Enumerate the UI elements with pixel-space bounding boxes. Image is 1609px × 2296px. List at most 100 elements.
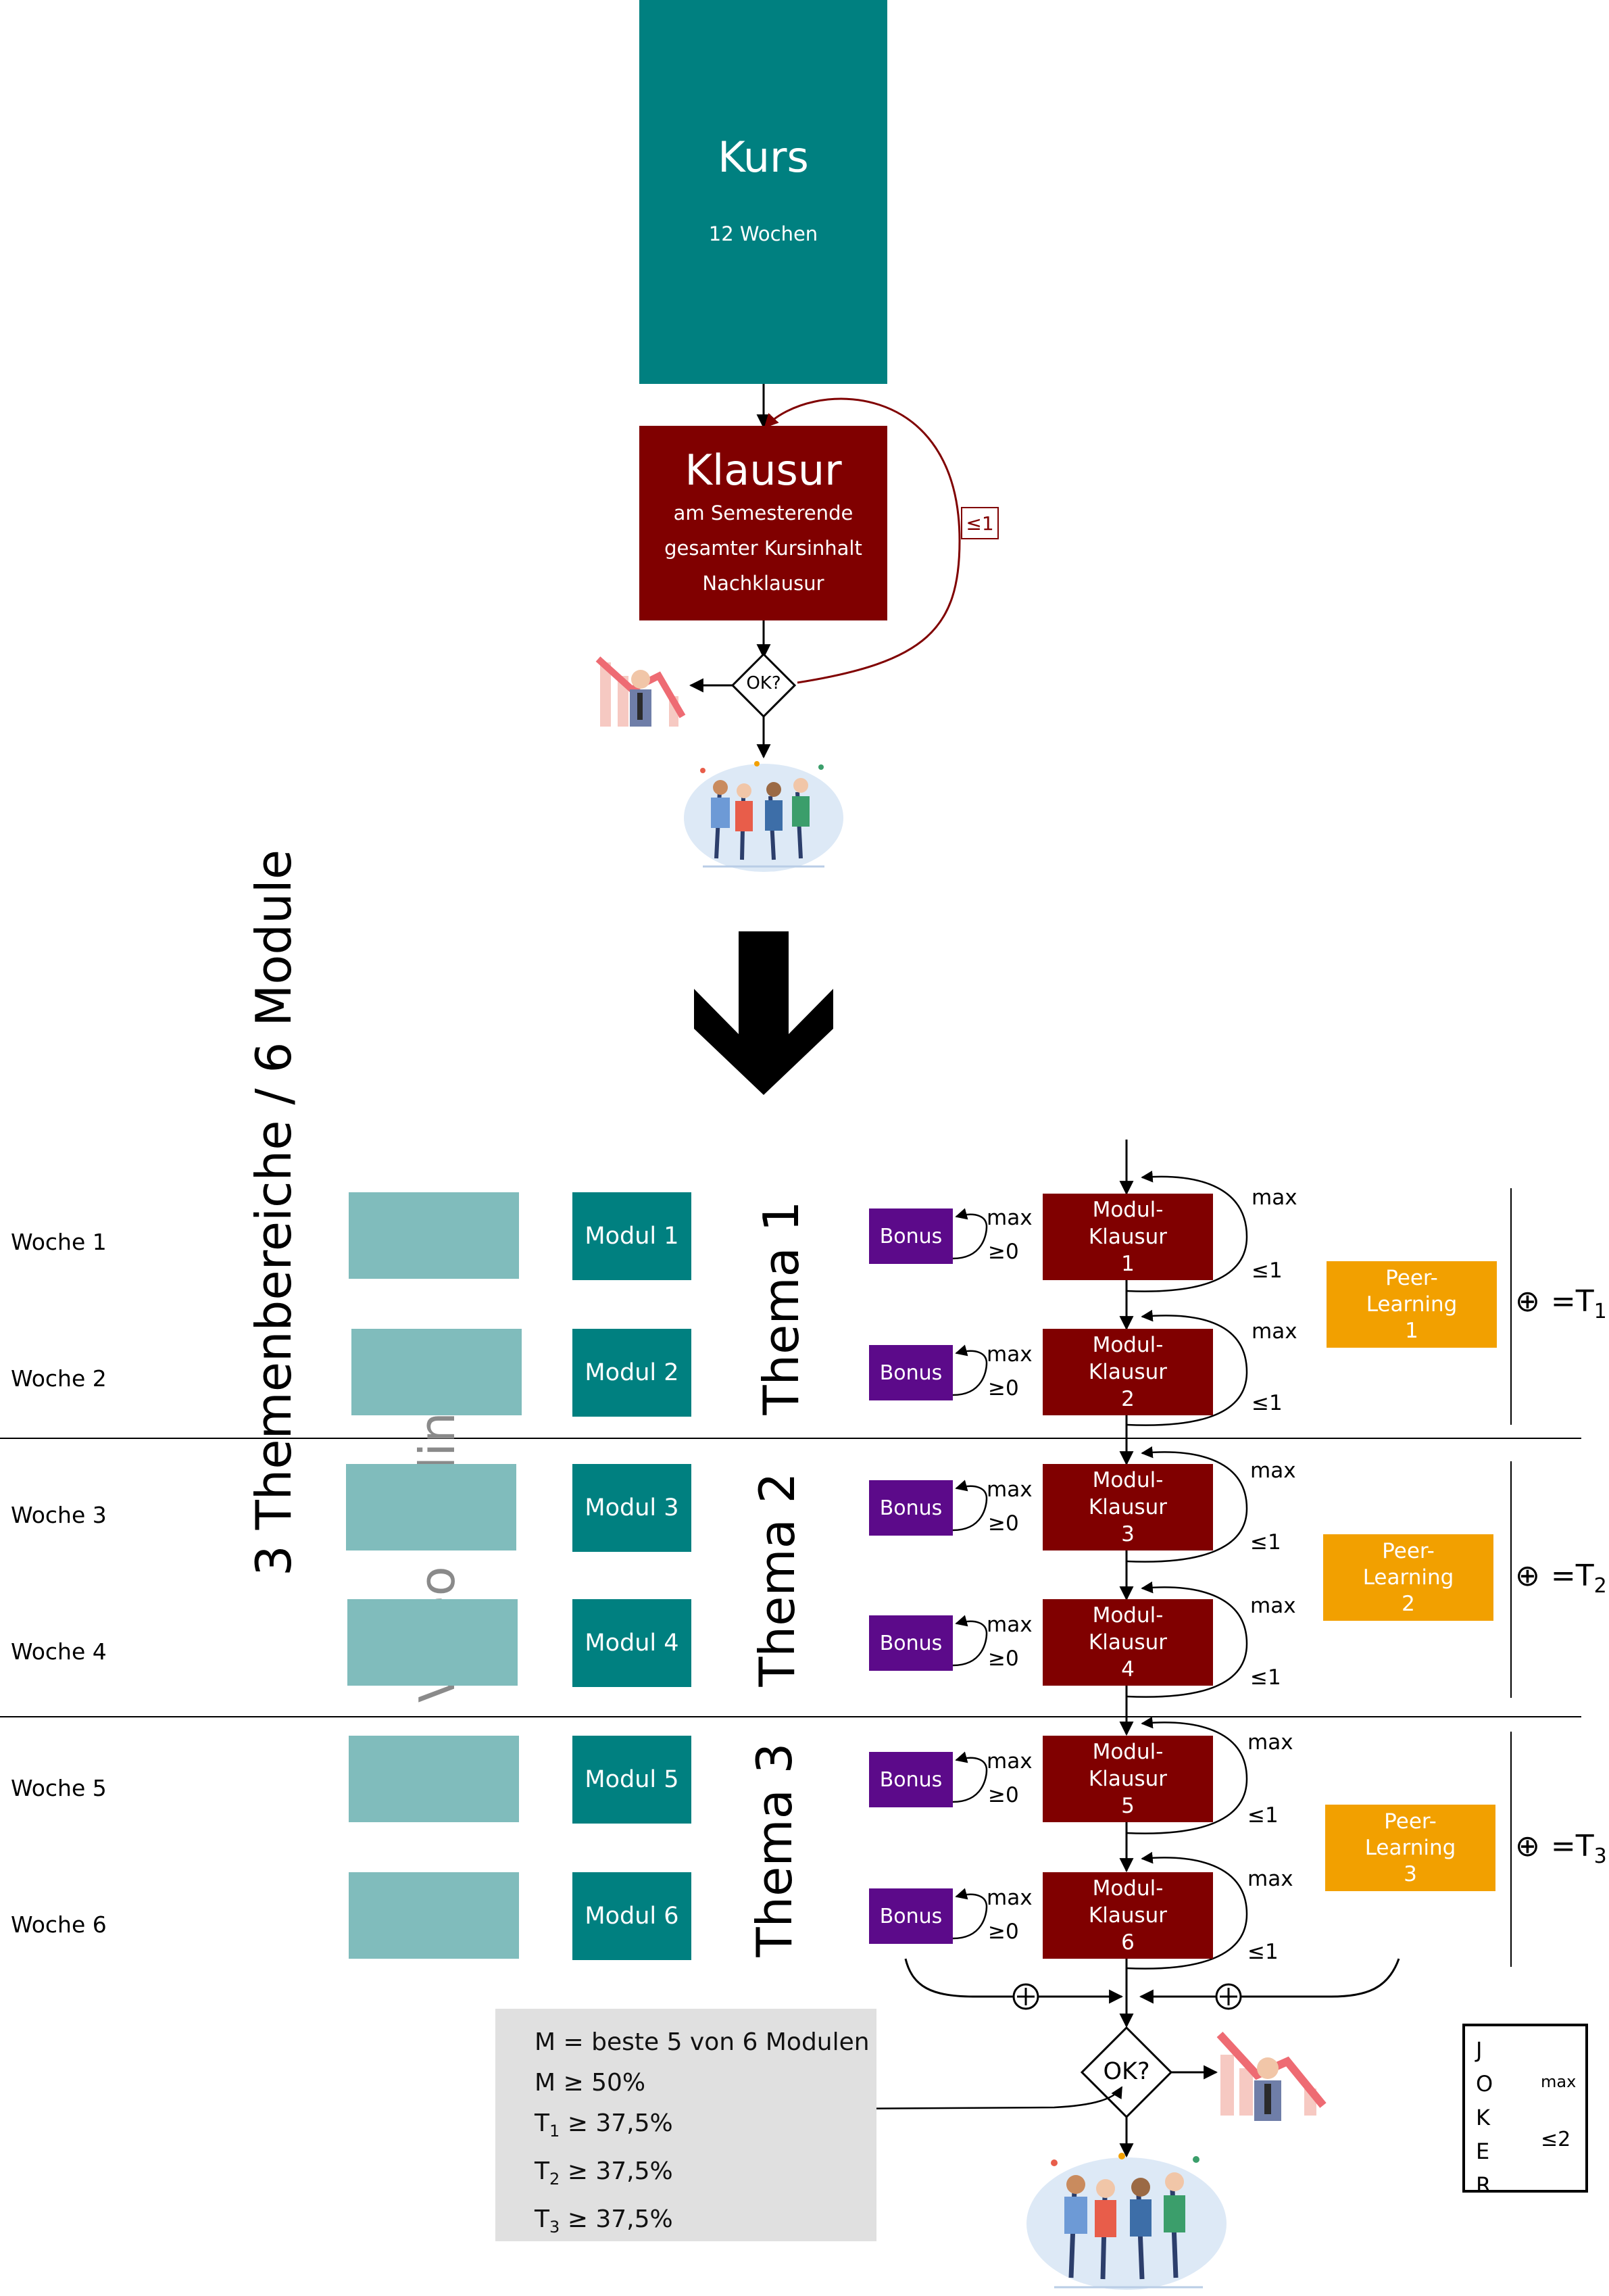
modul-exam-line1: Modul-	[1092, 1333, 1164, 1357]
sum-eq: =T	[1550, 1829, 1594, 1863]
merge-left-curve	[904, 1958, 1124, 2004]
fail-illustration-bottom	[1216, 2031, 1327, 2121]
theme-label-2: Thema 2	[749, 1472, 806, 1687]
joker-letter: J	[1476, 2037, 1483, 2063]
course-box: Kurs 12 Wochen	[639, 0, 887, 384]
condition-t-prefix: T	[535, 2205, 549, 2234]
modul-exam-limit-label-6: ≤1	[1247, 1940, 1279, 1964]
modul-exam-max-label-4: max	[1250, 1594, 1296, 1618]
peer-learning-box-2: Peer- Learning 2	[1323, 1534, 1493, 1621]
week-label-4: Woche 4	[11, 1638, 107, 1665]
modul-exam-box-1: Modul- Klausur 1	[1043, 1194, 1213, 1280]
peer-number: 3	[1404, 1861, 1417, 1886]
video-block-3	[346, 1464, 516, 1550]
bonus-box-1: Bonus	[869, 1208, 953, 1264]
bonus-box-3: Bonus	[869, 1480, 953, 1536]
modul-exam-number: 6	[1121, 1930, 1135, 1955]
theme-sum-1: ⊕=T1	[1515, 1284, 1608, 1323]
modul-exam-max-label-1: max	[1252, 1186, 1297, 1210]
modul-exam-number: 4	[1121, 1657, 1135, 1682]
modul-exam-box-2: Modul- Klausur 2	[1043, 1329, 1213, 1415]
peer-line2: Learning	[1364, 1835, 1456, 1860]
bonus-max-label-6: max	[987, 1886, 1033, 1910]
sum-subscript: 1	[1593, 1299, 1607, 1323]
module-box-6: Modul 6	[572, 1872, 691, 1960]
bonus-max-label-4: max	[987, 1613, 1033, 1637]
arrow-conditions-to-check	[825, 2086, 1123, 2110]
bonus-box-2: Bonus	[869, 1345, 953, 1400]
conditions-box: M = beste 5 von 6 Modulen M ≥ 50% T 1 ≥ 3…	[495, 2009, 876, 2241]
week-label-2: Woche 2	[11, 1365, 107, 1392]
bonus-min-label-2: ≥0	[988, 1376, 1019, 1400]
arrow-retry-loop	[764, 397, 961, 684]
sum-plus-icon: ⊕	[1515, 1829, 1540, 1863]
modul-exam-line2: Klausur	[1088, 1630, 1168, 1655]
exam-check-label: OK?	[746, 673, 781, 693]
condition-t-suffix: ≥ 37,5%	[560, 2109, 673, 2137]
big-down-arrow	[694, 931, 833, 1095]
modul-exam-line1: Modul-	[1092, 1740, 1164, 1764]
modul-exam-limit-label-1: ≤1	[1252, 1259, 1283, 1283]
joker-letter: K	[1476, 2105, 1490, 2130]
week-label-6: Woche 6	[11, 1911, 107, 1938]
merge-right-curve	[1139, 1958, 1400, 2004]
joker-letters: J O K E R	[1476, 2033, 1493, 2202]
course-subtitle: 12 Wochen	[708, 222, 818, 245]
modul-exam-number: 3	[1121, 1522, 1135, 1546]
modul-exam-box-4: Modul- Klausur 4	[1043, 1599, 1213, 1686]
theme-label-3: Thema 3	[746, 1742, 803, 1957]
sum-eq: =T	[1550, 1559, 1594, 1593]
bonus-box-5: Bonus	[869, 1752, 953, 1807]
bonus-max-label-2: max	[987, 1342, 1033, 1367]
modul-exam-max-label-2: max	[1252, 1319, 1297, 1344]
merge-plus-right	[1215, 1983, 1242, 2010]
week-label-1: Woche 1	[11, 1229, 107, 1255]
modul-exam-line1: Modul-	[1092, 1198, 1164, 1222]
joker-box: J O K E R max ≤2	[1462, 2024, 1588, 2198]
modul-exam-limit-label-4: ≤1	[1250, 1665, 1281, 1690]
modul-exam-line2: Klausur	[1088, 1225, 1168, 1249]
condition-t-sub: 2	[549, 2170, 560, 2189]
module-box-3: Modul 3	[572, 1464, 691, 1552]
bonus-box-6: Bonus	[869, 1888, 953, 1944]
modul-exam-limit-label-5: ≤1	[1247, 1803, 1279, 1828]
week-label-5: Woche 5	[11, 1775, 107, 1801]
modul-exam-max-label-6: max	[1247, 1867, 1293, 1891]
peer-number: 2	[1402, 1591, 1415, 1616]
course-title: Kurs	[718, 132, 809, 182]
peer-line1: Peer-	[1384, 1809, 1437, 1834]
module-box-5: Modul 5	[572, 1736, 691, 1824]
left-structure-label: 3 Themenbereiche / 6 Module	[245, 849, 302, 1576]
module-box-4: Modul 4	[572, 1599, 691, 1687]
condition-best-modules: M = beste 5 von 6 Modulen	[535, 2028, 870, 2056]
celebration-illustration-bottom	[1026, 2153, 1227, 2290]
condition-t-sub: 1	[549, 2122, 560, 2141]
bonus-loops	[952, 1208, 988, 1940]
sum-plus-icon: ⊕	[1515, 1284, 1540, 1319]
merge-plus-left	[1012, 1983, 1039, 2010]
bonus-min-label-6: ≥0	[988, 1920, 1019, 1944]
modul-exam-number: 5	[1121, 1794, 1135, 1818]
sum-subscript: 2	[1593, 1573, 1607, 1598]
joker-limit-label: ≤2	[1541, 2128, 1571, 2151]
joker-max-label: max	[1541, 2072, 1577, 2091]
bonus-min-label-5: ≥0	[988, 1783, 1019, 1807]
modul-exam-line2: Klausur	[1088, 1495, 1168, 1519]
modul-exam-retry-loops	[1126, 1171, 1248, 1970]
modul-exam-box-6: Modul- Klausur 6	[1043, 1872, 1213, 1959]
video-block-1	[349, 1192, 519, 1279]
condition-module-threshold: M ≥ 50%	[535, 2069, 646, 2097]
peer-learning-box-1: Peer- Learning 1	[1327, 1261, 1497, 1348]
exam-line-3: Nachklausur	[702, 572, 824, 595]
peer-line2: Learning	[1366, 1292, 1458, 1317]
modul-exam-line2: Klausur	[1088, 1360, 1168, 1384]
peer-number: 1	[1405, 1318, 1418, 1343]
joker-letter: R	[1476, 2172, 1491, 2198]
bonus-min-label-1: ≥0	[988, 1240, 1019, 1264]
video-block-5	[349, 1736, 519, 1822]
theme-sum-3: ⊕=T3	[1515, 1829, 1608, 1868]
modul-exam-box-5: Modul- Klausur 5	[1043, 1736, 1213, 1822]
bonus-max-label-5: max	[987, 1749, 1033, 1774]
condition-t-sub: 3	[549, 2218, 560, 2237]
